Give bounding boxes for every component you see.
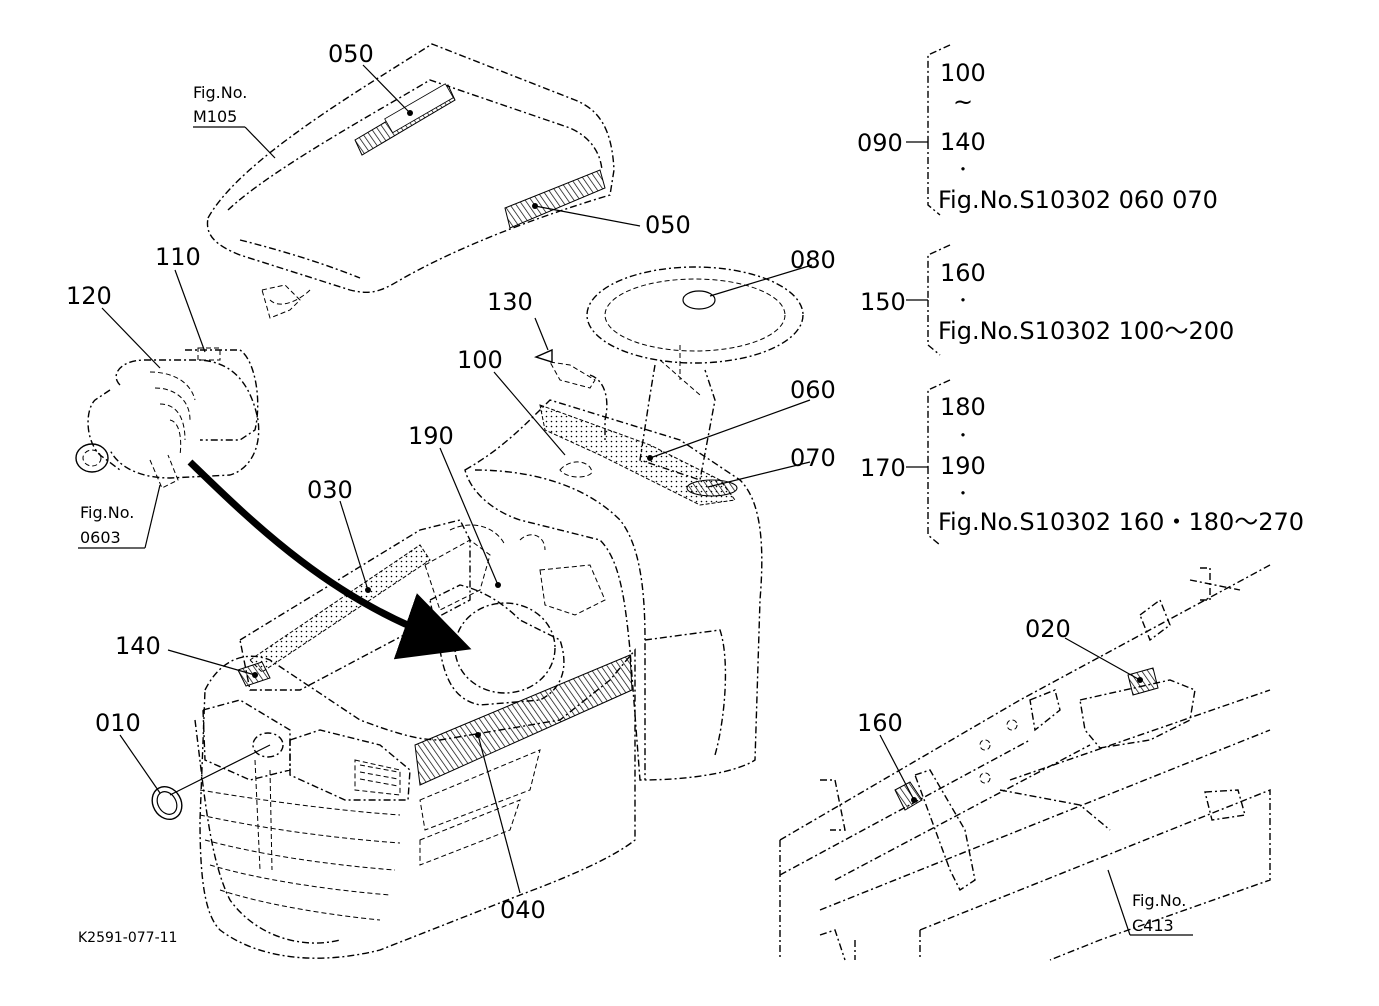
group-090-line-1: 100	[940, 59, 986, 87]
callout-100: 100	[457, 346, 503, 374]
group-150-line-2: ・	[955, 291, 971, 310]
group-090-line-3: 140	[940, 128, 986, 156]
callout-160: 160	[857, 709, 903, 737]
group-090-line-5: Fig.No.S10302 060 070	[938, 186, 1218, 214]
figref-0603-label: Fig.No.	[80, 503, 134, 522]
hood-decal-upper	[354, 83, 456, 156]
group-brackets	[906, 44, 951, 546]
hood-cover	[206, 43, 615, 319]
group-170-line-3: 190	[940, 452, 986, 480]
figref-c413-label: Fig.No.	[1132, 891, 1186, 910]
figref-m105-number: M105	[193, 107, 237, 126]
callout-070: 070	[790, 444, 836, 472]
callout-080: 080	[790, 246, 836, 274]
hood-decal-side	[504, 169, 606, 229]
steering-wheel	[586, 266, 804, 481]
group-150-label: 150	[860, 288, 906, 316]
callout-190: 190	[408, 422, 454, 450]
figref-m105-label: Fig.No.	[193, 83, 247, 102]
group-170-label: 170	[860, 454, 906, 482]
dash-panel-decals	[539, 404, 738, 506]
group-170-line-5: Fig.No.S10302 160・180～270	[938, 508, 1304, 536]
callout-110: 110	[155, 243, 201, 271]
group-150-line-1: 160	[940, 259, 986, 287]
figref-0603-number: 0603	[80, 528, 121, 547]
air-cleaner	[75, 347, 260, 489]
group-170-line-1: 180	[940, 393, 986, 421]
group-170-line-4: ・	[955, 484, 971, 503]
group-090-line-2: ~	[953, 88, 973, 116]
callout-030: 030	[307, 476, 353, 504]
callout-120: 120	[66, 282, 112, 310]
callout-050-hood-top: 050	[328, 40, 374, 68]
callout-060: 060	[790, 376, 836, 404]
group-090-label: 090	[857, 129, 903, 157]
assembly-arrow	[187, 459, 472, 660]
engine-compartment	[424, 524, 606, 706]
callout-130: 130	[487, 288, 533, 316]
leader-lines	[78, 64, 1193, 936]
group-170-line-2: ・	[955, 426, 971, 445]
drawing-code: K2591-077-11	[78, 930, 177, 946]
chassis-frame	[779, 564, 1271, 961]
figref-c413-number: C413	[1132, 916, 1174, 935]
front-body	[151, 399, 763, 959]
callout-040: 040	[500, 896, 546, 924]
throttle-lever	[534, 348, 608, 440]
callout-010: 010	[95, 709, 141, 737]
callout-140: 140	[115, 632, 161, 660]
callout-020: 020	[1025, 615, 1071, 643]
group-090-line-4: ・	[955, 160, 971, 179]
callout-050-hood-side: 050	[645, 211, 691, 239]
group-150-line-3: Fig.No.S10302 100～200	[938, 317, 1234, 345]
